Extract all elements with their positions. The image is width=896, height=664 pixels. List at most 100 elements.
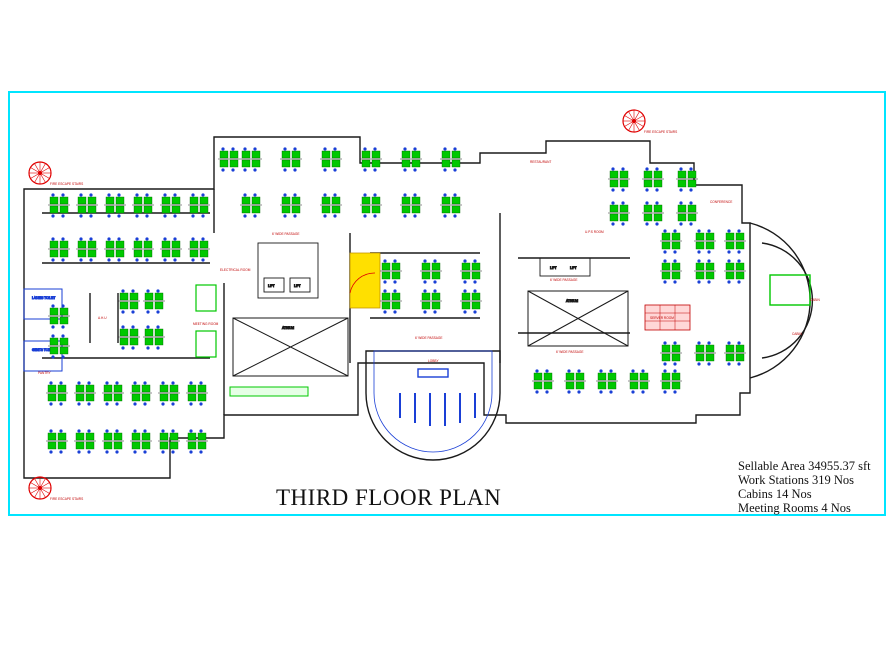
workstation-cluster xyxy=(48,304,70,329)
svg-text:GENTS TOILET: GENTS TOILET xyxy=(32,348,55,352)
svg-text:LIFT: LIFT xyxy=(550,266,557,270)
svg-text:CABIN: CABIN xyxy=(810,298,820,302)
workstation-cluster xyxy=(218,147,240,172)
meeting-room-box xyxy=(195,330,217,358)
svg-text:RESTAURANT: RESTAURANT xyxy=(530,160,551,164)
workstation-cluster xyxy=(158,381,180,406)
room-labels: 6' WIDE PASSAGE 6' WIDE PASSAGE 6' WIDE … xyxy=(38,160,820,375)
workstation-cluster xyxy=(76,193,98,218)
workstation-cluster xyxy=(104,193,126,218)
svg-text:ELECTRICAL ROOM: ELECTRICAL ROOM xyxy=(220,268,251,272)
workstation-cluster xyxy=(608,201,630,226)
workstation-cluster xyxy=(440,147,462,172)
svg-text:6' WIDE PASSAGE: 6' WIDE PASSAGE xyxy=(272,232,299,236)
svg-text:PANTRY: PANTRY xyxy=(38,371,52,375)
svg-text:LIFT: LIFT xyxy=(268,284,275,288)
workstation-cluster xyxy=(660,341,682,366)
atrium-left: ATRIUM xyxy=(232,317,349,377)
lift-core-right: LIFT LIFT xyxy=(539,257,591,277)
right-semicircle-wing xyxy=(749,222,814,379)
drawing-title: THIRD FLOOR PLAN xyxy=(276,485,502,510)
lobby-floor xyxy=(349,252,381,309)
svg-text:LADIES TOILET: LADIES TOILET xyxy=(32,296,55,300)
meeting-table xyxy=(229,386,309,397)
building-walls xyxy=(23,136,751,479)
workstation-cluster xyxy=(48,193,70,218)
workstation-cluster xyxy=(240,193,262,218)
svg-text:SERVER ROOM: SERVER ROOM xyxy=(650,316,674,320)
workstation-cluster xyxy=(74,381,96,406)
workstation-cluster xyxy=(132,237,154,262)
stat-cabins: Cabins 14 Nos xyxy=(738,487,812,501)
workstation-cluster xyxy=(76,237,98,262)
workstation-cluster xyxy=(694,229,716,254)
workstation-cluster xyxy=(660,369,682,394)
workstation-cluster xyxy=(660,259,682,284)
workstation-cluster xyxy=(642,201,664,226)
svg-text:CABIN: CABIN xyxy=(792,332,802,336)
workstation-cluster xyxy=(420,289,442,314)
floor-plan: ATRIUM ATRIUM LIFT LIFT LIFT LIFT LADIES… xyxy=(23,109,820,501)
workstation-cluster xyxy=(280,147,302,172)
svg-text:A.H.U: A.H.U xyxy=(98,316,107,320)
area-statistics: Sellable Area 34955.37 sft Work Stations… xyxy=(738,459,871,515)
fire-escape-stair: FIRE ESCAPE STAIRS xyxy=(28,476,83,501)
workstation-cluster xyxy=(46,429,68,454)
workstation-cluster xyxy=(660,229,682,254)
svg-text:LOBBY: LOBBY xyxy=(428,359,440,363)
workstation-cluster xyxy=(104,237,126,262)
fire-escape-label: FIRE ESCAPE STAIRS xyxy=(50,182,83,186)
workstation-layer xyxy=(46,147,746,454)
workstation-cluster xyxy=(360,193,382,218)
workstation-cluster xyxy=(143,289,165,314)
fire-escape-stair: FIRE ESCAPE STAIRS xyxy=(622,109,677,134)
workstation-cluster xyxy=(380,289,402,314)
workstation-cluster xyxy=(628,369,650,394)
svg-text:6' WIDE PASSAGE: 6' WIDE PASSAGE xyxy=(415,336,442,340)
workstation-cluster xyxy=(280,193,302,218)
workstation-cluster xyxy=(532,369,554,394)
workstation-cluster xyxy=(160,237,182,262)
lift-core-left: LIFT LIFT xyxy=(257,242,319,299)
workstation-cluster xyxy=(240,147,262,172)
svg-text:ATRIUM: ATRIUM xyxy=(282,326,294,330)
workstation-cluster xyxy=(676,167,698,192)
workstation-cluster xyxy=(186,381,208,406)
workstation-cluster xyxy=(320,147,342,172)
svg-text:LIFT: LIFT xyxy=(294,284,301,288)
workstation-cluster xyxy=(400,193,422,218)
workstation-cluster xyxy=(360,147,382,172)
workstation-cluster xyxy=(186,429,208,454)
workstation-cluster xyxy=(694,341,716,366)
fire-escape-label: FIRE ESCAPE STAIRS xyxy=(644,130,677,134)
drawing-frame xyxy=(8,91,886,516)
workstation-cluster xyxy=(440,193,462,218)
atrium-right: ATRIUM xyxy=(527,290,629,347)
workstation-cluster xyxy=(102,429,124,454)
svg-text:6' WIDE PASSAGE: 6' WIDE PASSAGE xyxy=(556,350,583,354)
workstation-cluster xyxy=(118,325,140,350)
fire-escape-layer: FIRE ESCAPE STAIRS FIRE ESCAPE STAIRS FIRE… xyxy=(28,109,677,501)
workstation-cluster xyxy=(564,369,586,394)
workstation-cluster xyxy=(724,341,746,366)
workstation-cluster xyxy=(460,259,482,284)
workstation-cluster xyxy=(160,193,182,218)
fire-escape-label: FIRE ESCAPE STAIRS xyxy=(50,497,83,501)
server-room xyxy=(644,304,691,331)
svg-text:U.P.S ROOM: U.P.S ROOM xyxy=(585,230,604,234)
workstation-cluster xyxy=(143,325,165,350)
svg-text:6' WIDE PASSAGE: 6' WIDE PASSAGE xyxy=(550,278,577,282)
workstation-cluster xyxy=(46,381,68,406)
workstation-cluster xyxy=(188,193,210,218)
stat-meeting-rooms: Meeting Rooms 4 Nos xyxy=(738,501,851,515)
workstation-cluster xyxy=(724,259,746,284)
workstation-cluster xyxy=(158,429,180,454)
workstation-cluster xyxy=(460,289,482,314)
svg-text:MEETING ROOM: MEETING ROOM xyxy=(193,322,219,326)
workstation-cluster xyxy=(320,193,342,218)
meeting-room-box xyxy=(195,284,217,312)
workstation-cluster xyxy=(130,381,152,406)
restaurant-semicircle xyxy=(365,350,501,461)
svg-text:ATRIUM: ATRIUM xyxy=(566,299,578,303)
workstation-cluster xyxy=(118,289,140,314)
